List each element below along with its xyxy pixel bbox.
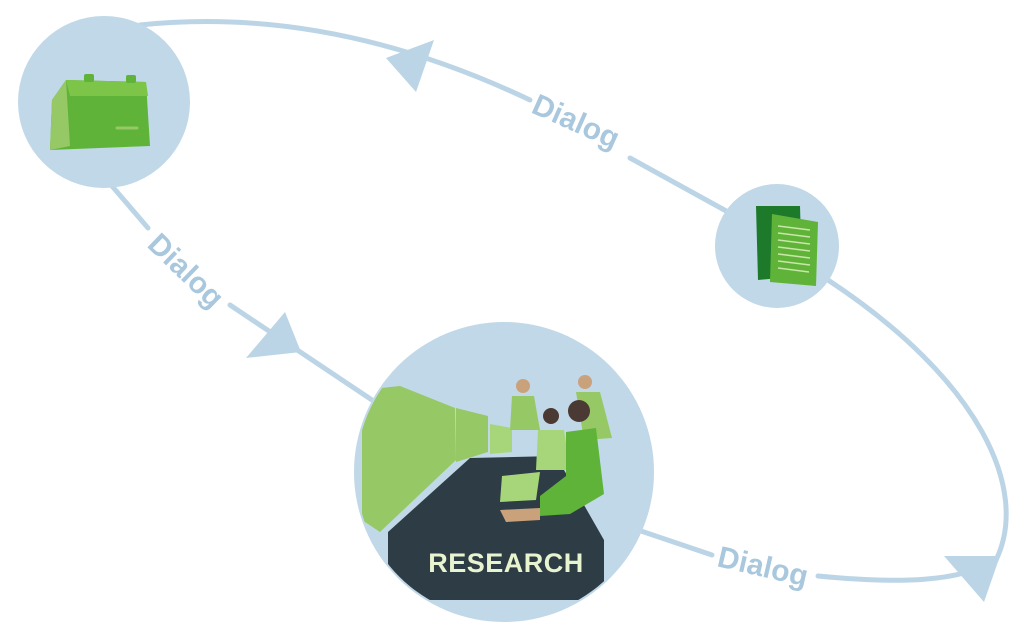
connector-feedback-line <box>137 19 533 103</box>
arrow-left-icon <box>386 40 434 92</box>
connector-feedback: Dialog <box>137 19 731 215</box>
node-documents <box>715 184 839 308</box>
node-product <box>18 16 190 188</box>
edge-label-feedback: Dialog <box>527 88 624 155</box>
arrow-down-right-icon <box>246 312 301 358</box>
edge-label-to-research: Dialog <box>141 227 230 314</box>
node-research-label: RESEARCH <box>428 548 584 578</box>
connector-research-out: Dialog <box>635 277 1009 602</box>
arrow-down-icon <box>944 556 1000 602</box>
connector-research-out-line <box>635 527 715 558</box>
connector-to-research-line <box>109 183 151 231</box>
connector-feedback-line-2 <box>627 155 731 215</box>
node-research: RESEARCH <box>354 322 654 622</box>
connector-to-research: Dialog <box>109 183 375 403</box>
edge-label-research-out: Dialog <box>714 541 811 594</box>
research-team-icon <box>362 375 612 600</box>
connector-to-research-line-2 <box>227 302 375 403</box>
connector-research-out-line-2 <box>815 277 1009 583</box>
product-box-icon <box>50 74 150 150</box>
documents-icon <box>756 206 818 286</box>
